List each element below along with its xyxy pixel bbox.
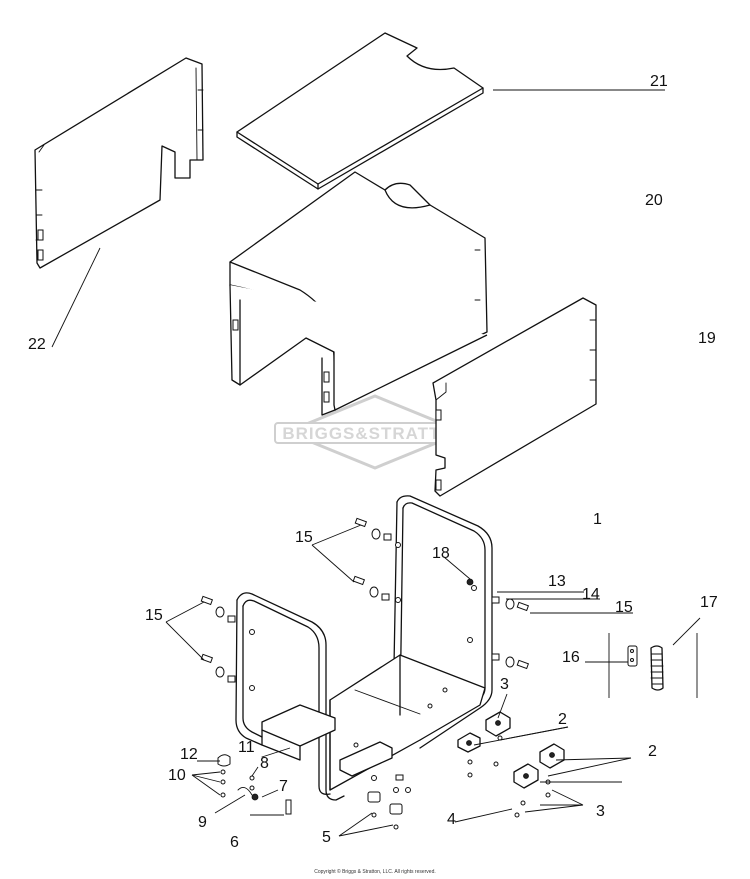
callout-10: 10 (168, 767, 186, 784)
leader-lines (51, 89, 701, 837)
callout-2-lower: 2 (648, 743, 657, 760)
callout-15-right: 15 (615, 599, 633, 616)
callout-18: 18 (432, 545, 450, 562)
main-cover-part (229, 171, 488, 416)
callout-22: 22 (28, 336, 46, 353)
callout-21: 21 (650, 73, 668, 90)
bracket-and-hose-parts (608, 633, 698, 698)
callout-5: 5 (322, 829, 331, 846)
callout-20: 20 (645, 192, 663, 209)
top-pad-part (236, 32, 484, 190)
copyright-notice: Copyright © Briggs & Stratton, LLC. All … (314, 868, 436, 875)
callout-12: 12 (180, 746, 198, 763)
callout-3-lower: 3 (596, 803, 605, 820)
callout-17: 17 (700, 594, 718, 611)
callout-7: 7 (279, 778, 288, 795)
callout-1: 1 (593, 511, 602, 528)
callout-3-upper: 3 (500, 676, 509, 693)
callout-15-upper: 15 (295, 529, 313, 546)
left-bolt-hardware (200, 595, 236, 683)
upper-bolt-hardware (352, 517, 392, 601)
callout-8: 8 (260, 755, 269, 772)
callout-15-left: 15 (145, 607, 163, 624)
callout-19: 19 (698, 330, 716, 347)
frame-part (235, 495, 493, 801)
left-side-panel-part (34, 57, 204, 269)
right-bolt-hardware (466, 578, 530, 670)
feet-bracket-hardware (457, 711, 565, 818)
callout-16: 16 (562, 649, 580, 666)
callout-labels: 21 20 19 22 1 15 18 13 14 15 15 17 16 3 … (28, 73, 718, 851)
callout-6: 6 (230, 834, 239, 851)
rubber-feet-part (367, 774, 411, 830)
right-side-panel-part (432, 297, 597, 497)
watermark-text: BRIGGS&STRATTON (282, 424, 467, 443)
callout-2-upper: 2 (558, 711, 567, 728)
callout-9: 9 (198, 814, 207, 831)
callout-14: 14 (582, 586, 600, 603)
callout-4: 4 (447, 811, 456, 828)
brand-watermark: BRIGGS&STRATTON (274, 394, 476, 470)
ground-hardware (217, 754, 292, 815)
callout-11: 11 (238, 739, 255, 756)
callout-13: 13 (548, 573, 566, 590)
